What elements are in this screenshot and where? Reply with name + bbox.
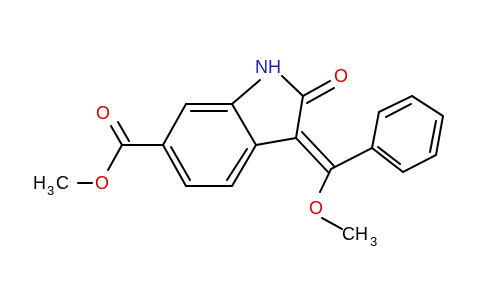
ether-methoxy-bonds — [321, 217, 343, 230]
svg-text:C: C — [56, 173, 69, 193]
lactam-oxygen-label: O — [334, 66, 348, 86]
nh-label: NH — [255, 57, 281, 77]
methyl-ester-bonds — [77, 121, 164, 184]
phenyl-ring — [371, 95, 444, 173]
methylidene-bonds — [295, 131, 373, 193]
ester-methyl-label: H 3 C — [33, 173, 69, 198]
indoline-benzene-ring — [162, 103, 257, 187]
svg-text:3: 3 — [370, 234, 377, 249]
ester-carbonyl-oxygen-label: O — [96, 103, 110, 123]
lactam-ring — [231, 75, 335, 146]
svg-text:3: 3 — [47, 183, 54, 198]
ether-oxygen-label: O — [309, 198, 323, 218]
svg-text:H: H — [33, 173, 46, 193]
svg-text:CH: CH — [342, 224, 368, 244]
ether-methyl-label: CH 3 — [342, 224, 377, 249]
ester-oxygen-label: O — [95, 173, 109, 193]
